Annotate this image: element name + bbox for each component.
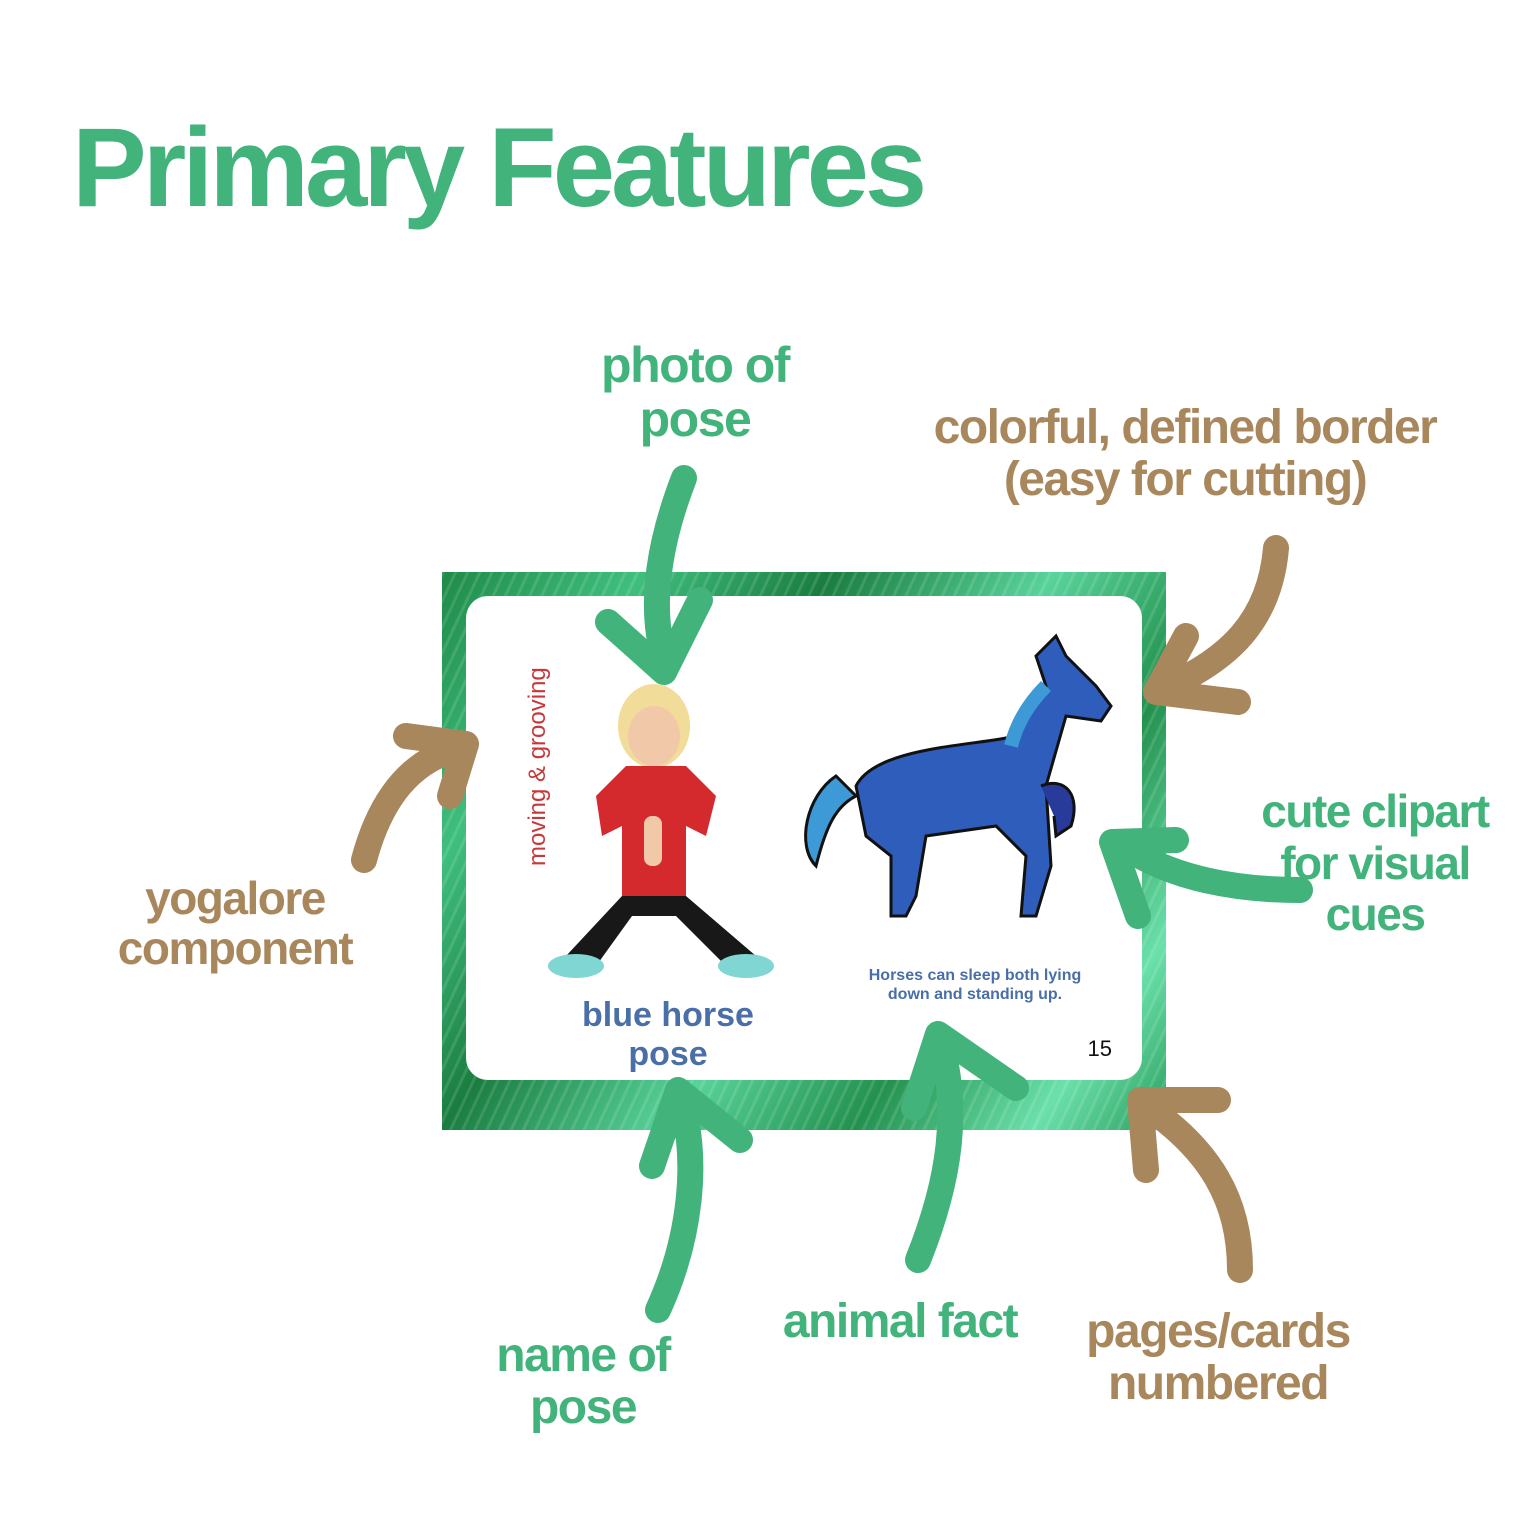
animal-fact: Horses can sleep both lying down and sta… bbox=[868, 967, 1082, 1004]
pose-name: blue horse pose bbox=[582, 996, 754, 1073]
label-name-of-pose: name of pose bbox=[496, 1329, 671, 1434]
label-colorful-border: colorful, defined border (easy for cutti… bbox=[933, 401, 1438, 506]
page-title: Primary Features bbox=[72, 105, 927, 230]
child-photo bbox=[548, 684, 774, 978]
page-number: 15 bbox=[1087, 1036, 1112, 1061]
horse-clipart bbox=[804, 633, 1113, 918]
yoga-card: moving & grooving blue horse pose Horses… bbox=[442, 572, 1166, 1130]
label-cute-clipart: cute clipart for visual cues bbox=[1261, 785, 1490, 941]
label-pages-numbered: pages/cards numbered bbox=[1086, 1305, 1351, 1410]
card-inner: moving & grooving blue horse pose Horses… bbox=[466, 596, 1142, 1080]
label-photo-of-pose: photo of pose bbox=[601, 337, 790, 447]
label-animal-fact: animal fact bbox=[782, 1295, 1019, 1348]
label-yogalore-component: yogalore component bbox=[117, 872, 354, 974]
